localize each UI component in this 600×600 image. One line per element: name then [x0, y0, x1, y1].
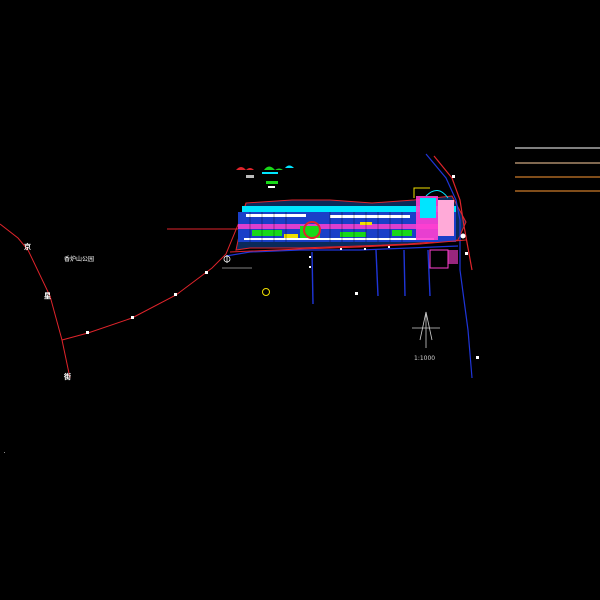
road-char-3: 街 [63, 372, 71, 381]
magenta-box [429, 249, 449, 269]
red-road-branch [61, 202, 247, 341]
tree-symbols [236, 165, 294, 188]
magenta-fill [448, 250, 458, 264]
cyan-curve [425, 190, 449, 199]
site-plan-block [235, 195, 467, 251]
red-road-right [433, 155, 473, 271]
compass-symbol-icon [222, 255, 252, 269]
legend-lines [515, 147, 600, 192]
scale-label: 1:1000 [414, 355, 435, 362]
bottom-dots [309, 246, 390, 295]
blue-river-lower-bank [225, 245, 459, 257]
yellow-frame [413, 187, 430, 198]
blue-drain-channels [311, 249, 431, 305]
red-road-bottom [229, 239, 467, 253]
red-road-left [0, 223, 71, 379]
yellow-circle-marker [262, 288, 270, 296]
park-label: 香炉山公园 [64, 255, 94, 263]
north-arrow-icon [412, 311, 440, 348]
right-markers [452, 175, 479, 359]
road-char-1: 京 [24, 242, 31, 251]
blue-river-main [425, 153, 473, 379]
stray-dot [4, 452, 5, 453]
road-char-2: 星 [44, 291, 51, 300]
road-markers [86, 271, 208, 334]
